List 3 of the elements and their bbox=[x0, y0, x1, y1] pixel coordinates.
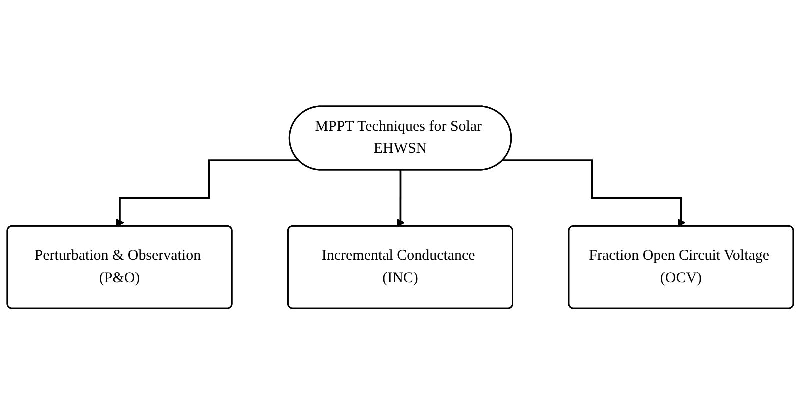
arrow bbox=[503, 160, 686, 228]
arrow bbox=[396, 170, 406, 228]
arrow bbox=[116, 160, 299, 228]
